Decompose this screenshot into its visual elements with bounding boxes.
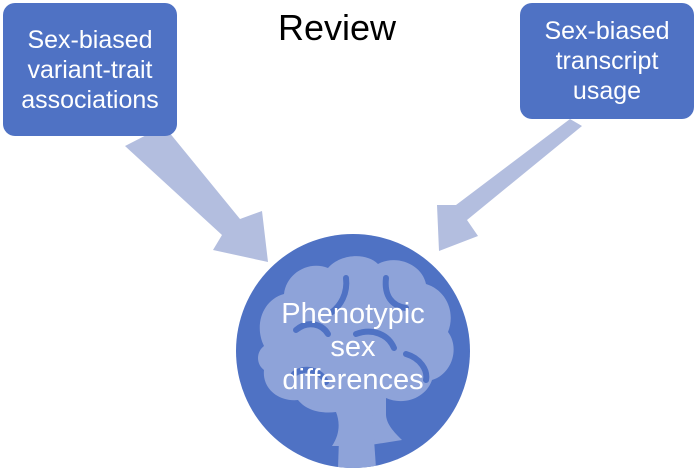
center-line: Phenotypic — [281, 298, 425, 330]
center-label: Phenotypic sex differences — [236, 298, 470, 397]
diagram-title: Review — [277, 7, 397, 48]
brain-icon — [258, 256, 454, 468]
source-box-variant-trait: Sex-biased variant-trait associations — [3, 3, 177, 136]
box-line: Sex-biased — [27, 25, 153, 54]
arrow-left-to-center — [125, 126, 268, 262]
box-line: transcript — [555, 47, 659, 75]
source-box-label: Sex-biased transcript usage — [544, 16, 669, 106]
box-line: variant-trait — [27, 55, 153, 84]
source-box-label: Sex-biased variant-trait associations — [21, 25, 159, 115]
box-line: usage — [572, 77, 642, 105]
center-line: sex — [330, 331, 376, 363]
box-line: associations — [21, 85, 159, 114]
center-line: differences — [282, 364, 424, 396]
arrow-right-to-center — [437, 119, 582, 251]
source-box-transcript-usage: Sex-biased transcript usage — [520, 3, 694, 119]
box-line: Sex-biased — [544, 17, 670, 45]
target-circle-phenotypic-differences: Phenotypic sex differences — [236, 234, 470, 468]
